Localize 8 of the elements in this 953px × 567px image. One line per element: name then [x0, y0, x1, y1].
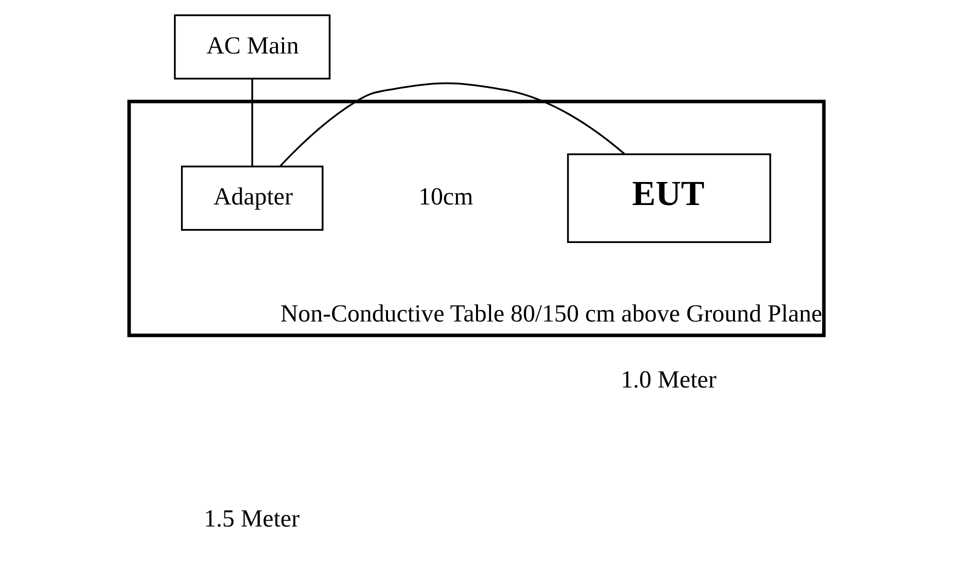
label: 10cm	[418, 184, 474, 211]
node-box: Adapter	[181, 166, 324, 231]
node-box: EUT	[567, 153, 772, 244]
label: 1.0 Meter	[620, 366, 716, 394]
node-box: AC Main	[174, 14, 330, 80]
connector	[251, 79, 254, 166]
label: 1.5 Meter	[204, 506, 300, 533]
connector	[279, 82, 625, 167]
